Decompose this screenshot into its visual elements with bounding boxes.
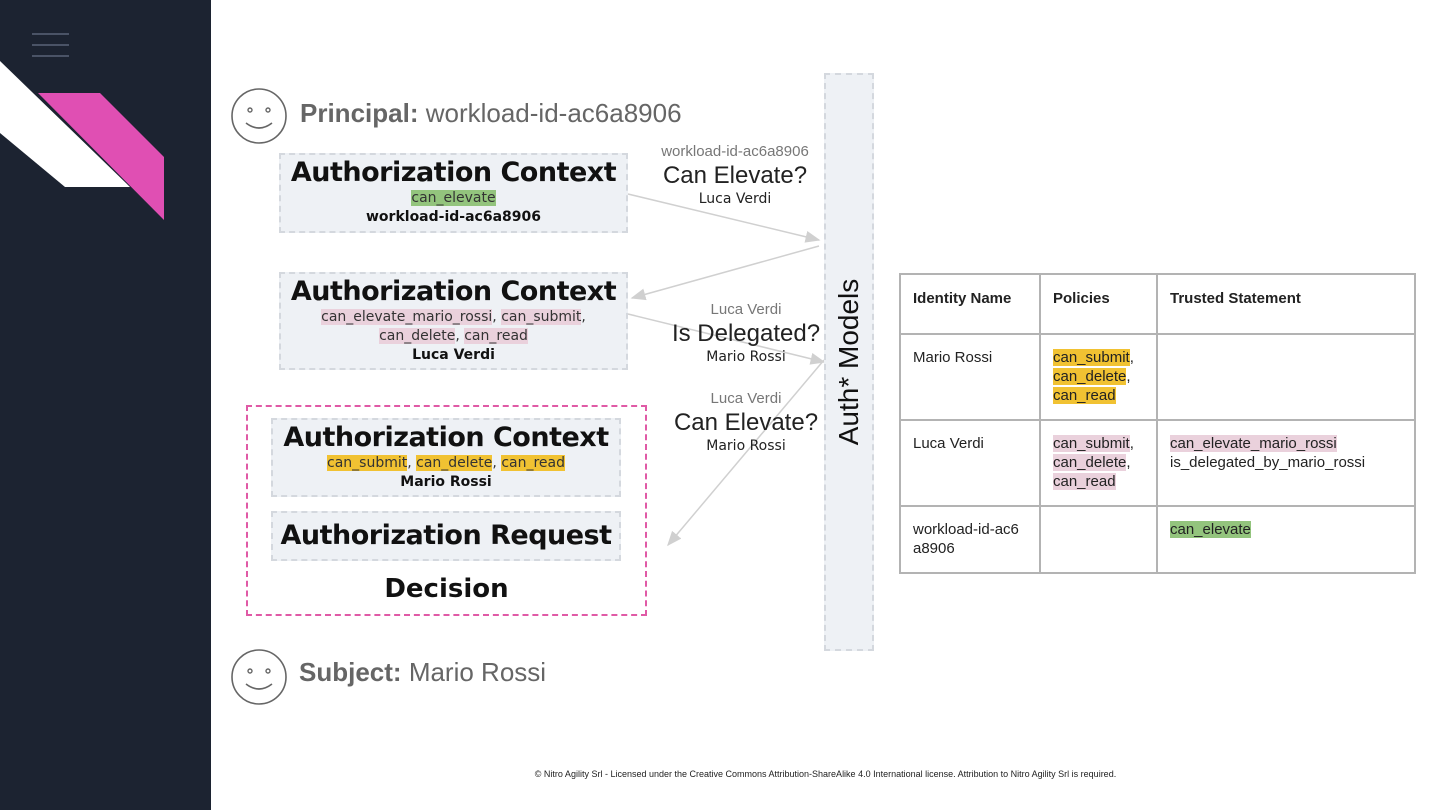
- cell-policies: [1039, 505, 1158, 574]
- context-title: Authorization Context: [290, 157, 617, 188]
- footer-license: © Nitro Agility Srl - Licensed under the…: [534, 769, 1117, 779]
- sidebar: [0, 0, 211, 810]
- logo: [0, 61, 164, 220]
- authorization-context-workload: Authorization Context can_elevate worklo…: [279, 153, 628, 233]
- subject-heading: Subject: Mario Rossi: [299, 657, 546, 688]
- cell-identity: Luca Verdi: [899, 419, 1041, 507]
- cell-statements: [1156, 333, 1416, 421]
- statement-tag: can_elevate: [1170, 521, 1251, 538]
- policy-tag: can_read: [464, 328, 528, 344]
- menu-icon[interactable]: [32, 33, 69, 59]
- authorization-context-mario: Authorization Context can_submit, can_de…: [271, 418, 621, 497]
- policy-tag: can_delete: [416, 455, 493, 471]
- question-text: Can Elevate?: [662, 162, 808, 189]
- identity-policies-table: Identity Name Policies Trusted Statement…: [899, 273, 1416, 574]
- decision-label: Decision: [384, 574, 509, 604]
- question-from: workload-id-ac6a8906: [661, 143, 809, 160]
- context-policies: can_elevate_mario_rossi, can_submit,: [321, 309, 586, 325]
- context-owner: Luca Verdi: [412, 347, 495, 363]
- policy-tag: can_read: [1053, 387, 1116, 404]
- principal-label: Principal:: [300, 98, 419, 128]
- arrow-decision: [667, 359, 825, 547]
- context-title: Authorization Context: [290, 276, 617, 307]
- principal-heading: Principal: workload-id-ac6a8906: [300, 98, 682, 129]
- policy-tag: can_submit: [501, 309, 582, 325]
- question-to: Luca Verdi: [698, 191, 772, 207]
- context-owner: Mario Rossi: [400, 474, 492, 490]
- question-is-delegated: Luca Verdi Is Delegated? Mario Rossi: [656, 301, 836, 365]
- subject-name: Mario Rossi: [408, 657, 547, 687]
- subject-label: Subject:: [299, 657, 402, 687]
- policy-tag: can_read: [1053, 473, 1116, 490]
- policy-tag: can_elevate: [411, 190, 496, 206]
- policy-tag: can_delete: [379, 328, 456, 344]
- question-text: Can Elevate?: [673, 409, 819, 436]
- auth-models-bar: [824, 73, 874, 651]
- header-policies: Policies: [1039, 273, 1158, 335]
- cell-statements: can_elevate_mario_rossi is_delegated_by_…: [1156, 419, 1416, 507]
- table-row: Luca Verdi can_submit, can_delete, can_r…: [899, 419, 1416, 507]
- cell-identity: Mario Rossi: [899, 333, 1041, 421]
- identity-line: workload-id-ac6: [913, 521, 1019, 538]
- statement-text: is_delegated_by_mario_rossi: [1170, 454, 1366, 471]
- identity-line: a8906: [913, 540, 955, 557]
- question-from: Luca Verdi: [710, 301, 782, 318]
- policy-tag: can_submit: [1053, 349, 1130, 366]
- question-text: Is Delegated?: [671, 320, 821, 347]
- policy-tag: can_read: [501, 455, 565, 471]
- decision-box: [246, 405, 647, 616]
- arrow-return: [630, 245, 820, 301]
- arrow-can-elevate: [627, 193, 821, 243]
- policy-tag: can_delete: [1053, 454, 1127, 471]
- policy-tag: can_submit: [1053, 435, 1130, 452]
- table-header-row: Identity Name Policies Trusted Statement: [899, 273, 1416, 335]
- header-identity-name: Identity Name: [899, 273, 1041, 335]
- question-to: Mario Rossi: [706, 438, 786, 454]
- authorization-request: Authorization Request: [271, 511, 621, 561]
- authorization-context-luca: Authorization Context can_elevate_mario_…: [279, 272, 628, 370]
- cell-identity: workload-id-ac6 a8906: [899, 505, 1041, 574]
- question-can-elevate-1: workload-id-ac6a8906 Can Elevate? Luca V…: [645, 143, 825, 207]
- table-row: workload-id-ac6 a8906 can_elevate: [899, 505, 1416, 574]
- statement-tag: can_elevate_mario_rossi: [1170, 435, 1337, 452]
- context-policies-cont: can_delete, can_read: [379, 328, 528, 344]
- principal-name: workload-id-ac6a8906: [425, 98, 682, 128]
- subject-face-icon: [231, 649, 287, 705]
- policy-tag: can_delete: [1053, 368, 1127, 385]
- context-title: Authorization Context: [283, 422, 609, 453]
- request-title: Authorization Request: [280, 520, 612, 551]
- question-from: Luca Verdi: [710, 390, 782, 407]
- cell-statements: can_elevate: [1156, 505, 1416, 574]
- header-trusted-statement: Trusted Statement: [1156, 273, 1416, 335]
- context-policies: can_elevate: [281, 189, 626, 208]
- arrow-is-delegated: [627, 313, 826, 365]
- context-policies: can_submit, can_delete, can_read: [327, 455, 565, 471]
- auth-models-label: Auth* Models: [833, 278, 864, 446]
- question-to: Mario Rossi: [706, 349, 786, 365]
- principal-face-icon: [231, 88, 287, 144]
- cell-policies: can_submit, can_delete, can_read: [1039, 333, 1158, 421]
- policy-tag: can_elevate_mario_rossi: [321, 309, 493, 325]
- context-owner: workload-id-ac6a8906: [366, 209, 541, 225]
- table-row: Mario Rossi can_submit, can_delete, can_…: [899, 333, 1416, 421]
- cell-policies: can_submit, can_delete, can_read: [1039, 419, 1158, 507]
- question-can-elevate-2: Luca Verdi Can Elevate? Mario Rossi: [656, 390, 836, 454]
- policy-tag: can_submit: [327, 455, 408, 471]
